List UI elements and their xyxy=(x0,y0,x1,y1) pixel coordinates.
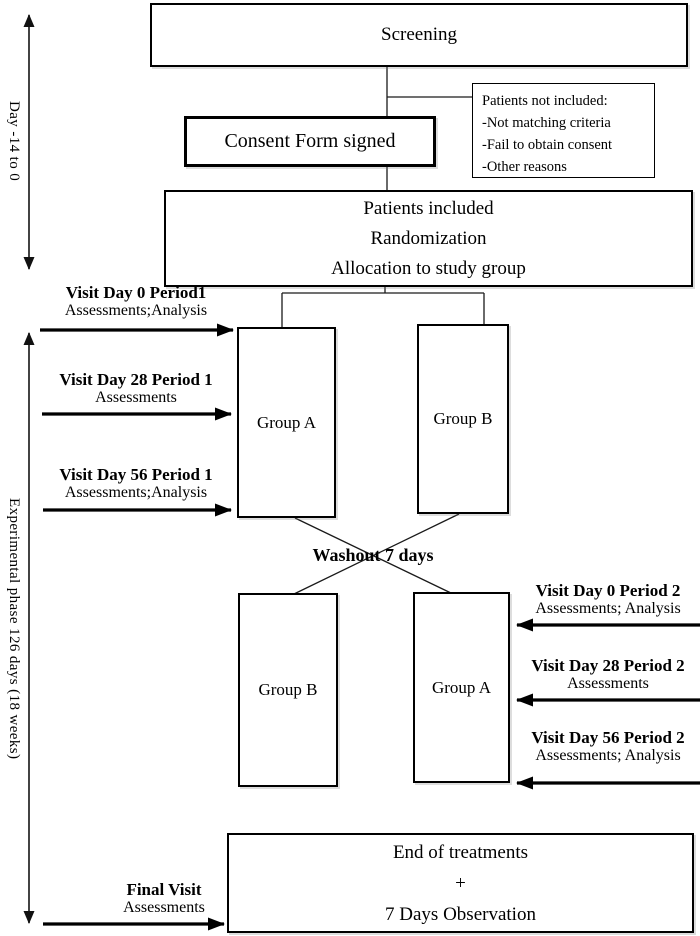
end-of-treatments-box: End of treatments + 7 Days Observation xyxy=(227,833,694,933)
exclusion-reason: -Other reasons xyxy=(482,159,567,175)
visit-subtitle: Assessments xyxy=(567,675,649,693)
consent-form-box: Consent Form signed xyxy=(184,116,436,167)
end-box-line: 7 Days Observation xyxy=(385,903,536,925)
washout-label: Washout 7 days xyxy=(312,545,434,565)
visit-subtitle: Assessments;Analysis xyxy=(64,302,208,320)
patients-not-included-box: Patients not included: -Not matching cri… xyxy=(472,83,655,178)
screening-box: Screening xyxy=(150,3,688,67)
randomization-line: Allocation to study group xyxy=(331,257,526,279)
visit-title: Visit Day 28 Period 1 xyxy=(59,370,213,389)
visit-subtitle: Assessments;Analysis xyxy=(64,484,208,502)
visit-title: Visit Day 0 Period 2 xyxy=(535,581,681,600)
visit-title: Visit Day 56 Period 1 xyxy=(59,465,213,484)
visit-subtitle: Assessments; Analysis xyxy=(535,747,681,765)
timeline-label-day-14-to-0: Day -14 to 0 xyxy=(6,100,22,182)
visit-title: Visit Day 28 Period 2 xyxy=(531,656,685,675)
end-box-line: + xyxy=(455,872,466,894)
group-a-period1-box: Group A xyxy=(237,327,336,518)
group-a-period2-box: Group A xyxy=(413,592,510,783)
visit-title: Visit Day 0 Period1 xyxy=(65,283,207,302)
timeline-label-experimental-phase: Experimental phase 126 days (18 weeks) xyxy=(6,498,22,760)
visit-day28-period1-label: Visit Day 28 Period 1 Assessments xyxy=(38,370,234,408)
exclusion-reason: -Not matching criteria xyxy=(482,115,611,131)
group-b-period1-box: Group B xyxy=(417,324,509,514)
visit-day56-period1-label: Visit Day 56 Period 1 Assessments;Analys… xyxy=(38,465,234,503)
exclusion-reason: -Fail to obtain consent xyxy=(482,137,613,153)
flow-connectors xyxy=(281,67,485,595)
visit-title: Final Visit xyxy=(126,880,202,899)
randomization-line: Patients included xyxy=(363,197,494,219)
visit-day0-period1-label: Visit Day 0 Period1 Assessments;Analysis xyxy=(38,283,234,321)
patients-not-included-title: Patients not included: xyxy=(482,93,608,109)
end-box-line: End of treatments xyxy=(392,841,529,863)
visit-subtitle: Assessments; Analysis xyxy=(535,600,681,618)
visit-day0-period2-label: Visit Day 0 Period 2 Assessments; Analys… xyxy=(516,581,700,619)
final-visit-label: Final Visit Assessments xyxy=(88,880,240,918)
visit-subtitle: Assessments xyxy=(123,899,205,917)
visit-subtitle: Assessments xyxy=(95,389,177,407)
visit-day28-period2-label: Visit Day 28 Period 2 Assessments xyxy=(516,656,700,694)
randomization-line: Randomization xyxy=(370,227,487,249)
visit-day56-period2-label: Visit Day 56 Period 2 Assessments; Analy… xyxy=(516,728,700,766)
visit-title: Visit Day 56 Period 2 xyxy=(531,728,685,747)
randomization-box: Patients included Randomization Allocati… xyxy=(164,190,693,287)
group-b-period2-box: Group B xyxy=(238,593,338,787)
